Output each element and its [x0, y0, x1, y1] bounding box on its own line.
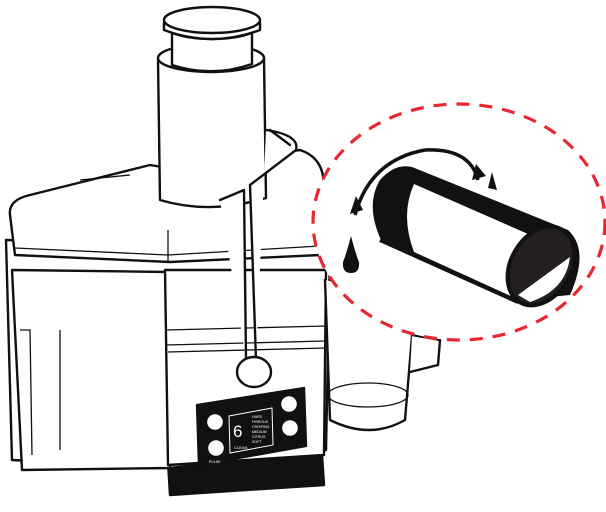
speed-label: CRISPING — [252, 425, 270, 429]
speed-label: FIBROUS — [252, 420, 269, 424]
pulse-label: PULSE — [209, 460, 221, 464]
food-pusher — [164, 7, 260, 71]
display-digit: 6 — [233, 422, 242, 441]
pulse-button[interactable] — [207, 439, 225, 457]
detail-callout — [313, 104, 605, 340]
button-top-left[interactable] — [206, 413, 224, 431]
clean-label: CLEAN — [234, 445, 247, 450]
speed-label: HARD — [252, 415, 263, 419]
speed-label: CITRUS — [252, 435, 266, 439]
button-bottom-right[interactable] — [281, 419, 299, 437]
speed-label: SOFT — [252, 440, 262, 444]
button-top-right[interactable] — [280, 395, 298, 413]
speed-label: MEDIUM — [252, 430, 267, 434]
